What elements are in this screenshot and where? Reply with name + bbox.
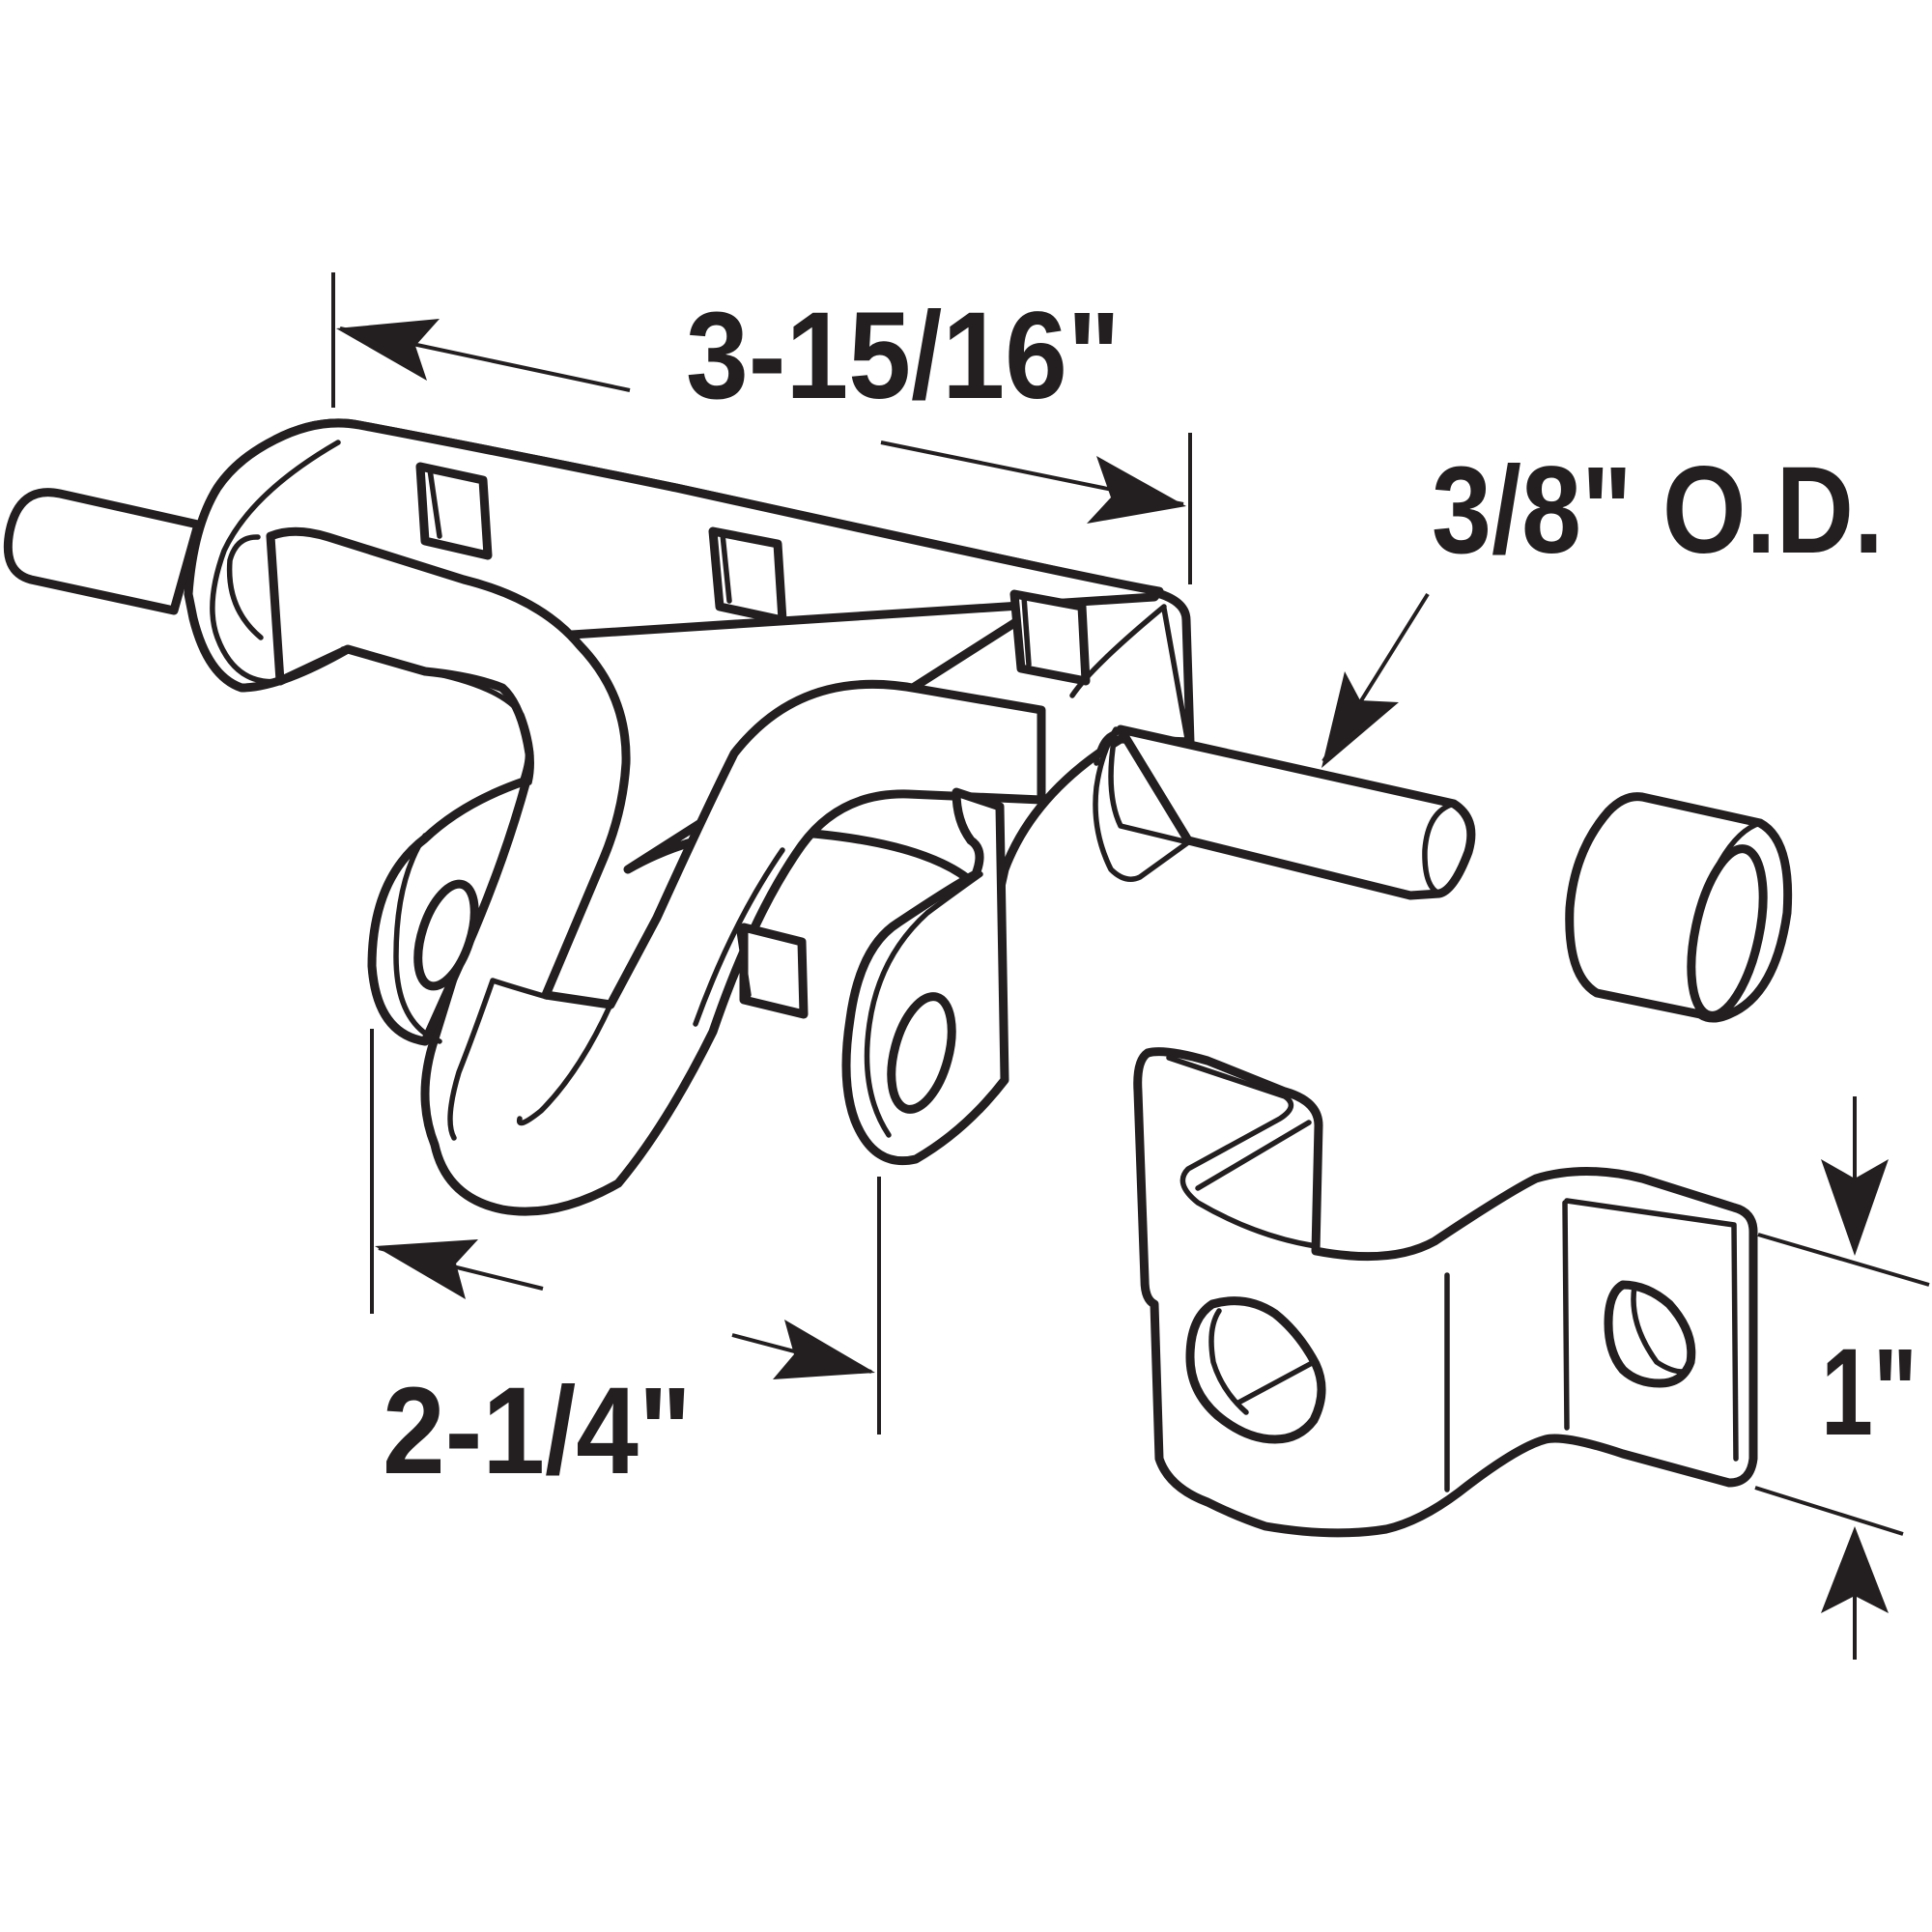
dimension-bolt-diameter <box>1321 592 1430 768</box>
keeper-right-screw-hole <box>1604 1280 1696 1388</box>
bushing-bore <box>1687 844 1768 1020</box>
keeper <box>1133 1047 1758 1538</box>
arrowhead-offset-left <box>375 1239 478 1299</box>
arrowhead-right <box>1087 456 1186 524</box>
label-bolt-diameter: 3/8" O.D. <box>1432 441 1884 580</box>
center-lug-screw-hole <box>887 992 956 1114</box>
dimension-keeper-width <box>1754 1096 1930 1660</box>
label-offset-height: 2-1/4" <box>383 1362 692 1500</box>
plate-lugs <box>367 776 1009 1166</box>
keeper-left-screw-hole <box>1185 1296 1326 1444</box>
label-keeper-width: 1" <box>1821 1323 1918 1462</box>
arrowhead-diameter <box>1321 671 1399 768</box>
dimension-overall-length <box>331 272 1192 584</box>
dimension-offset-height <box>370 1029 881 1435</box>
arrowhead-left <box>336 319 440 381</box>
plate-slots <box>415 462 1091 1019</box>
bushing <box>1565 792 1793 1023</box>
arrowhead-width-bottom <box>1821 1526 1889 1613</box>
arrowhead-offset-right <box>773 1320 875 1379</box>
label-overall-length: 3-15/16" <box>686 287 1121 425</box>
left-lug-screw-hole <box>413 879 479 991</box>
arrowhead-width-top <box>1821 1159 1889 1256</box>
